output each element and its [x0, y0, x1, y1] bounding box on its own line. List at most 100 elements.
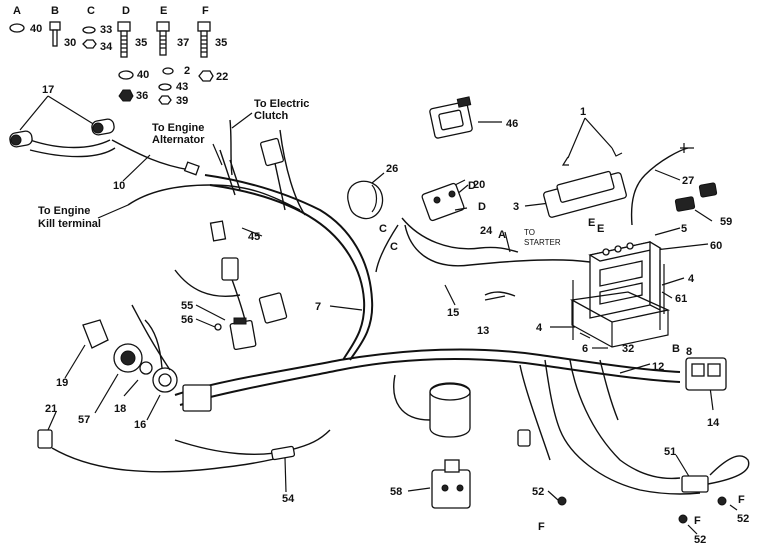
part-54: 54	[282, 493, 295, 505]
nut-icon	[158, 95, 172, 105]
tag-f-1: F	[538, 521, 545, 533]
part-27: 27	[682, 175, 694, 187]
hw-e-2: 2	[184, 65, 190, 77]
hw-e-39: 39	[176, 95, 188, 107]
clip-ring-icon	[9, 23, 25, 33]
hardware-table: A B C D E F 40 30 33 34 35 37 35 40	[9, 5, 228, 107]
washer-icon	[118, 70, 134, 80]
hw-e-37: 37	[177, 37, 189, 49]
part-57: 57	[78, 414, 90, 426]
wire-54-connector	[270, 445, 296, 461]
solenoid-20	[421, 179, 468, 222]
part-19: 19	[56, 377, 68, 389]
harness-branch-mid	[519, 364, 551, 461]
bolt-head-icon	[49, 21, 61, 31]
cable-24	[401, 217, 519, 253]
connector-small	[517, 429, 531, 447]
tag-e-left: E	[588, 217, 595, 229]
part-16: 16	[134, 419, 146, 431]
hw-d-40: 40	[137, 69, 149, 81]
part-61: 61	[675, 293, 687, 305]
locknut-icon	[118, 89, 134, 102]
tag-b: B	[672, 343, 680, 355]
hw-a-40: 40	[30, 23, 42, 35]
part-7: 7	[315, 301, 321, 313]
alternator-lead	[111, 139, 191, 171]
connector-21	[37, 429, 291, 473]
battery-tray-4	[569, 260, 671, 348]
part-3: 3	[513, 201, 519, 213]
connector-45	[174, 220, 246, 321]
connector-51	[681, 475, 709, 493]
terminal-cover-black	[698, 182, 718, 198]
callout-starter-line1: TO	[524, 228, 535, 237]
washer-icon	[82, 26, 96, 34]
tag-e-right: E	[597, 223, 604, 235]
solenoid-bracket	[543, 147, 627, 218]
part-52-right: 52	[737, 513, 749, 525]
part-46: 46	[506, 118, 518, 130]
hw-letter-b: B	[51, 5, 59, 17]
connector-14	[685, 357, 727, 391]
cable-to-c	[375, 224, 399, 273]
main-harness	[174, 119, 681, 406]
clutch-connector	[260, 137, 284, 167]
wire-12	[599, 359, 619, 421]
hw-c-33: 33	[100, 24, 112, 36]
callout-engine-alternator-line1: To Engine	[152, 122, 204, 134]
part-12: 12	[652, 361, 664, 373]
hw-d-36: 36	[136, 90, 148, 102]
connector-51-loop	[707, 455, 750, 485]
hw-d-35: 35	[135, 37, 147, 49]
part-56: 56	[181, 314, 193, 326]
fastener-52a	[557, 496, 567, 506]
tag-d-lower: D	[478, 201, 486, 213]
tag-a: A	[498, 229, 506, 241]
part-45: 45	[248, 231, 260, 243]
washer-icon	[162, 67, 174, 75]
hw-b-30: 30	[64, 37, 76, 49]
callout-engine-kill-line1: To Engine	[38, 205, 90, 217]
part-6: 6	[582, 343, 588, 355]
connector-harness	[258, 292, 288, 324]
part-5: 5	[681, 223, 687, 235]
starter-boot	[347, 180, 384, 220]
part-51: 51	[664, 446, 676, 458]
harness-branch-right	[544, 359, 701, 495]
bolt-head-icon	[197, 21, 211, 32]
tag-c-lower: C	[390, 241, 398, 253]
fastener-52b	[717, 496, 727, 506]
hw-letter-d: D	[122, 5, 130, 17]
keyswitch-bracket-16	[182, 384, 212, 412]
hw-f-22: 22	[216, 71, 228, 83]
callout-electric-clutch-line2: Clutch	[254, 110, 289, 122]
part-4-left: 4	[536, 322, 543, 334]
tag-f-2: F	[738, 494, 745, 506]
hw-letter-e: E	[160, 5, 167, 17]
part-26: 26	[386, 163, 398, 175]
part-10: 10	[113, 180, 125, 192]
callout-electric-clutch-line1: To Electric	[254, 98, 309, 110]
battery-cable-15	[404, 224, 591, 267]
nut-icon	[198, 70, 214, 82]
part-59: 59	[720, 216, 732, 228]
part-58: 58	[390, 486, 402, 498]
washer-icon	[158, 83, 172, 91]
hw-e-43: 43	[176, 81, 188, 93]
hw-letter-f: F	[202, 5, 209, 17]
tag-d-upper: D	[468, 180, 476, 192]
bolt-head-icon	[156, 21, 170, 32]
part-55: 55	[181, 300, 193, 312]
hw-letter-a: A	[13, 5, 21, 17]
part-21: 21	[45, 403, 57, 415]
clip-13	[484, 291, 516, 297]
part-20: 20	[473, 179, 485, 191]
hw-letter-c: C	[87, 5, 95, 17]
bolt-head-icon	[117, 21, 131, 32]
alternator-connector	[183, 161, 200, 176]
terminal-cover-red	[674, 196, 696, 212]
nut-icon	[82, 39, 97, 49]
part-1: 1	[580, 106, 586, 118]
part-15: 15	[447, 307, 459, 319]
